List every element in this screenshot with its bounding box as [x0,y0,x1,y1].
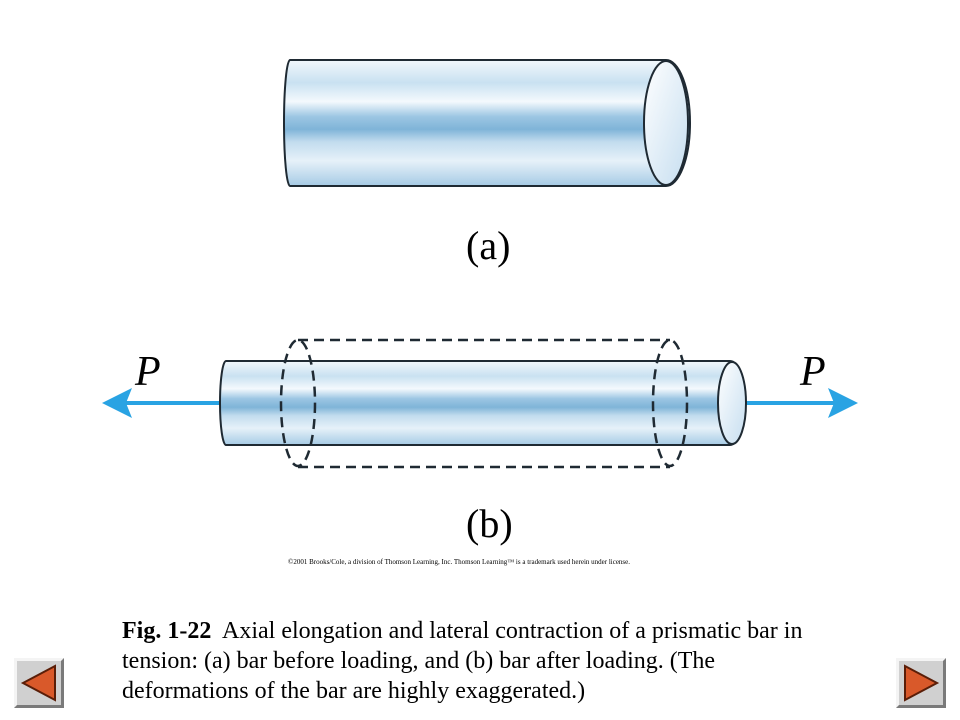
figure-number: Fig. 1-22 [122,618,212,644]
triangle-left-icon [20,664,56,702]
force-label-right: P [800,349,826,395]
figure-label-b: (b) [466,501,513,546]
figure-label-a: (a) [466,223,511,268]
original-bar-outline [279,338,689,469]
figure-caption: Fig. 1-22 Axial elongation and lateral c… [122,616,842,706]
figure-diagram [102,59,858,469]
bar-after-loading [219,360,747,446]
next-slide-button[interactable] [896,658,946,708]
bar-before-loading [283,59,691,187]
caption-text: Axial elongation and lateral contraction… [122,618,803,704]
triangle-right-icon [904,664,940,702]
force-arrow-left [102,388,232,418]
copyright-notice: ©2001 Brooks/Cole, a division of Thomson… [288,558,631,566]
previous-slide-button[interactable] [14,658,64,708]
force-arrow-right [730,388,858,418]
force-label-left: P [135,349,161,395]
